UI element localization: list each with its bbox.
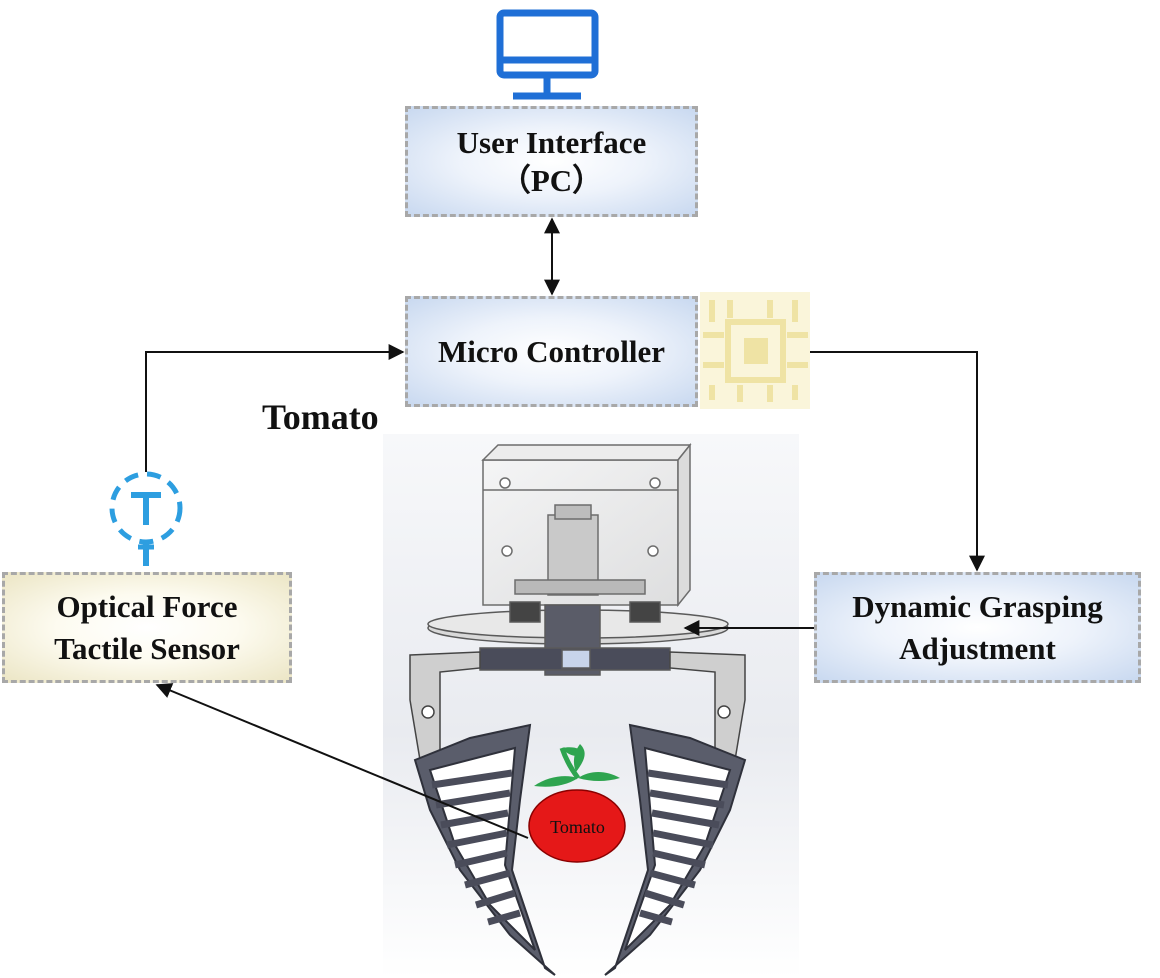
user-interface-box: User Interface （PC）: [405, 106, 698, 217]
micro-controller-label: Micro Controller: [438, 333, 665, 369]
dynamic-grasping-label-line1: Dynamic Grasping: [852, 588, 1103, 624]
tomato-heading: Tomato: [262, 397, 379, 437]
gripper-housing: [481, 442, 692, 608]
gripper-arms: [409, 651, 746, 761]
sensor-to-mc-arrow: [145, 344, 405, 472]
optical-sensor-label-line1: Optical Force: [56, 588, 238, 624]
left-finger: [413, 723, 556, 976]
dynamic-grasping-adjustment-box: Dynamic Grasping Adjustment: [814, 572, 1141, 683]
tomato-label: Tomato: [550, 817, 605, 837]
monitor-icon: [496, 9, 599, 100]
tomato-to-sensor-arrow: [155, 683, 529, 839]
micro-controller-box: Micro Controller: [405, 296, 698, 407]
gripper-plate: [427, 601, 729, 676]
user-interface-sublabel: （PC）: [499, 162, 604, 198]
optical-sensor-label-line2: Tactile Sensor: [54, 630, 240, 666]
chip-icon: [700, 292, 810, 409]
optical-force-tactile-sensor-box: Optical Force Tactile Sensor: [2, 572, 292, 683]
user-interface-label: User Interface: [456, 124, 647, 160]
mc-to-dga-arrow: [810, 351, 985, 572]
right-finger: [604, 723, 747, 976]
sensor-icon: [109, 471, 183, 566]
tomato-icon: [528, 744, 626, 863]
dynamic-grasping-label-line2: Adjustment: [899, 630, 1056, 666]
